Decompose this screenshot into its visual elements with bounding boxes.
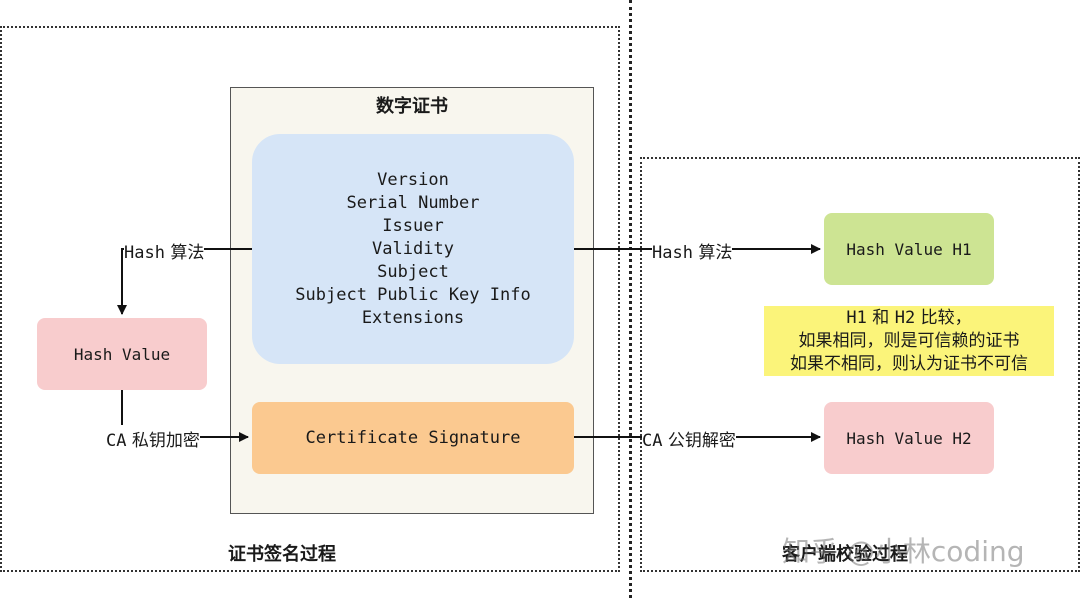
comparison-note: H1 和 H2 比较， 如果相同，则是可信赖的证书 如果不相同，则认为证书不可信 [764, 306, 1054, 376]
signing-region [0, 26, 620, 572]
field-issuer: Issuer [382, 215, 444, 236]
hash-value-label: Hash Value [73, 344, 171, 364]
right-hash-text: Hash [652, 243, 693, 263]
right-public-key-decrypt-text: 公钥解密 [667, 431, 736, 451]
h2-ref: H2 [894, 307, 916, 328]
comparison-line-1: H1 和 H2 比较， [846, 307, 971, 330]
right-hash-algorithm-label: Hash 算法 [652, 238, 733, 263]
divider-line [629, 0, 632, 598]
hash-value-h2-label: Hash Value H2 [846, 428, 972, 448]
left-hash-algorithm-label: Hash 算法 [124, 238, 205, 263]
field-validity: Validity [372, 238, 454, 259]
compare-text: 比较， [920, 307, 972, 328]
and-text: 和 [872, 307, 890, 328]
hash-value-box: Hash Value [37, 318, 207, 390]
left-algorithm-text: 算法 [170, 243, 205, 263]
right-algorithm-text: 算法 [698, 243, 733, 263]
right-ca-decrypt-label: CA 公钥解密 [642, 426, 736, 451]
verification-process-caption: 客户端校验过程 [782, 544, 908, 565]
field-extensions: Extensions [361, 307, 465, 328]
comparison-line-3: 如果不相同，则认为证书不可信 [790, 353, 1028, 374]
certificate-title: 数字证书 [376, 96, 448, 117]
hash-value-h2-box: Hash Value H2 [824, 402, 994, 474]
comparison-line-2: 如果相同，则是可信赖的证书 [798, 330, 1020, 351]
watermark: 知乎 @小林coding [782, 535, 1025, 568]
right-ca-text: CA [642, 431, 663, 451]
left-ca-text: CA [106, 431, 127, 451]
left-ca-encrypt-label: CA 私钥加密 [106, 426, 200, 451]
certificate-fields: Version Serial Number Issuer Validity Su… [252, 134, 574, 364]
left-private-key-encrypt-text: 私钥加密 [131, 431, 200, 451]
certificate-signature-label: Certificate Signature [305, 428, 521, 448]
h1-ref: H1 [846, 307, 867, 328]
hash-value-h1-box: Hash Value H1 [824, 213, 994, 285]
signing-process-caption: 证书签名过程 [228, 544, 336, 565]
hash-value-h1-label: Hash Value H1 [846, 239, 972, 259]
left-hash-text: Hash [124, 243, 165, 263]
field-subject: Subject [377, 261, 449, 282]
certificate-signature-box: Certificate Signature [252, 402, 574, 474]
field-serial-number: Serial Number [346, 192, 480, 213]
field-version: Version [377, 169, 449, 190]
field-subject-public-key-info: Subject Public Key Info [295, 284, 531, 305]
verification-region [640, 157, 1080, 572]
